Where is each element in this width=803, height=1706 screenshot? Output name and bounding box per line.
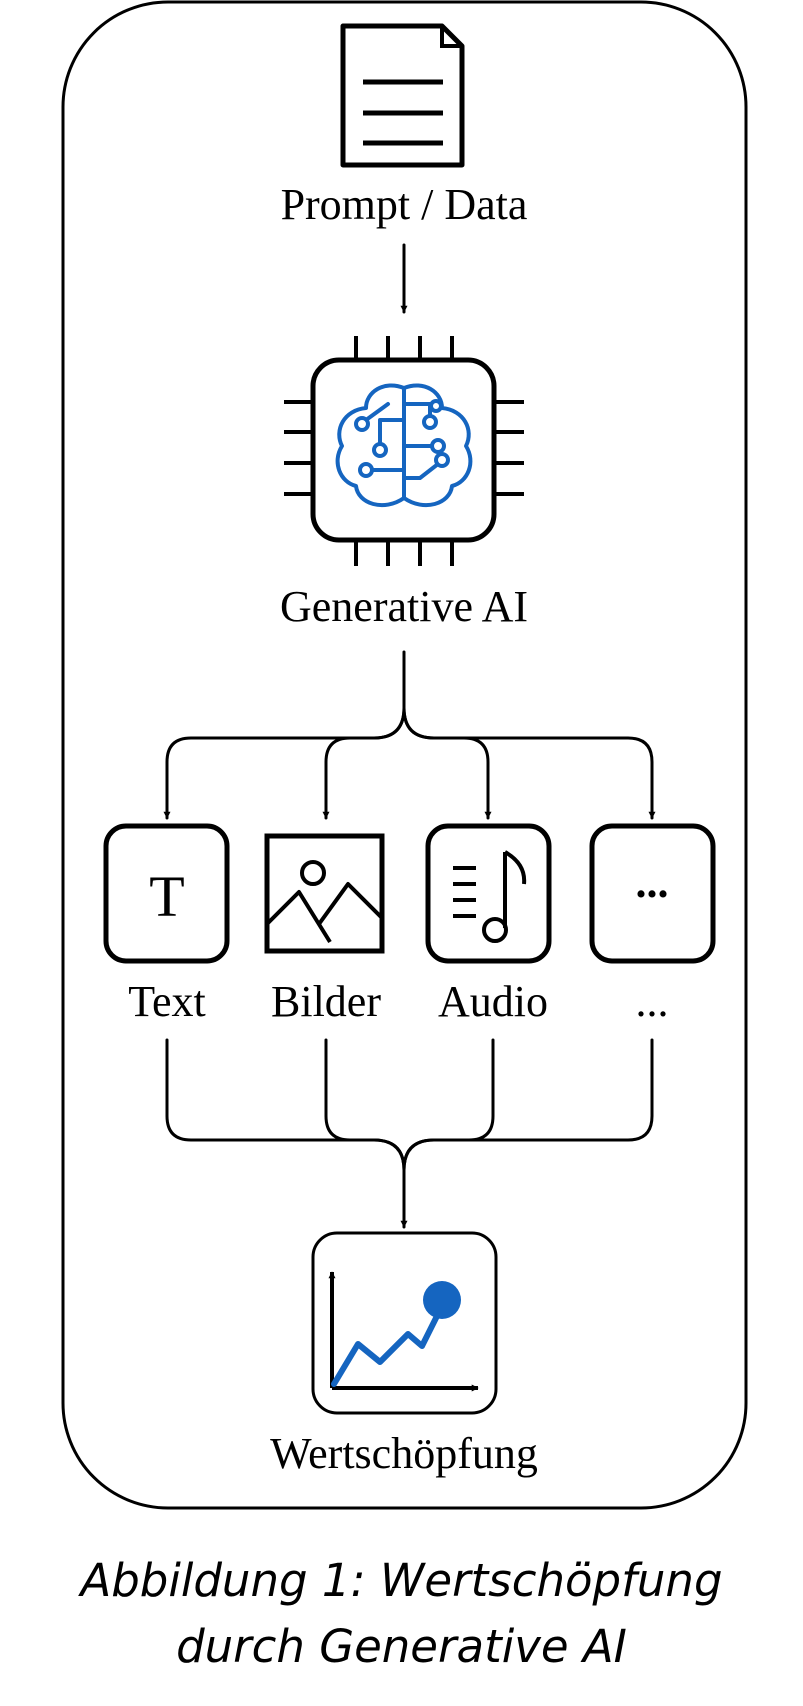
- music-note-icon: [425, 823, 552, 964]
- audio-label: Audio: [438, 977, 548, 1026]
- ai-chip-brain-icon: [284, 336, 524, 566]
- text-t-icon: T: [103, 823, 230, 964]
- image-icon: [264, 833, 385, 954]
- text-t-glyph: T: [149, 864, 184, 929]
- document-icon: [340, 23, 465, 168]
- outer-frame: [61, 0, 748, 1510]
- brain-circuit-icon: [335, 383, 473, 508]
- more-label: ...: [636, 977, 669, 1026]
- growth-chart-icon: [311, 1231, 498, 1415]
- split-connectors: [163, 650, 656, 820]
- figure-caption: Abbildung 1: Wertschöpfung durch Generat…: [0, 1548, 803, 1680]
- ellipsis-glyph: ...: [636, 858, 669, 907]
- merge-connectors: [165, 1038, 654, 1229]
- wertschoepfung-label: Wertschöpfung: [270, 1429, 538, 1478]
- prompt-label: Prompt / Data: [281, 180, 528, 229]
- bilder-label: Bilder: [271, 977, 381, 1026]
- generative-ai-label: Generative AI: [280, 582, 528, 631]
- text-label: Text: [128, 977, 206, 1026]
- caption-line-1: Abbildung 1: Wertschöpfung: [80, 1554, 723, 1607]
- caption-line-2: durch Generative AI: [176, 1620, 627, 1673]
- ellipsis-icon: ...: [589, 823, 716, 964]
